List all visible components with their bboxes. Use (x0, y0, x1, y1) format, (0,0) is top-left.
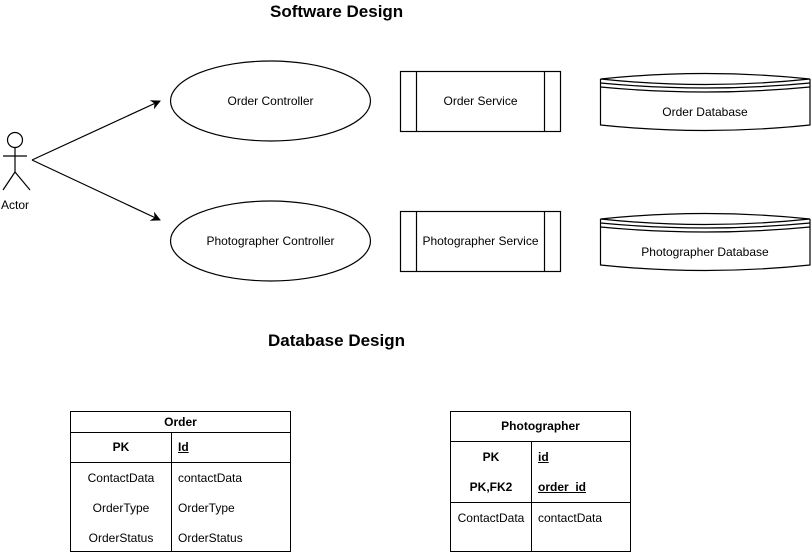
order-controller-ellipse[interactable] (169, 60, 372, 142)
order-service-box[interactable] (399, 70, 562, 133)
software-design-title: Software Design (270, 2, 404, 21)
order-field-type: contactData (178, 471, 243, 485)
order-table-pk-row: PK Id (71, 433, 290, 462)
photographer-controller-ellipse[interactable] (169, 200, 372, 282)
order-table-header: Order (71, 412, 290, 433)
database-design-title: Database Design (268, 331, 405, 350)
photographer-service-box[interactable] (399, 210, 562, 273)
actor-label: Actor (1, 198, 29, 212)
order-table[interactable]: Order PK Id ContactData contactData Orde… (70, 411, 291, 552)
arrow-actor-to-photographer-controller (31, 159, 161, 221)
photographer-field-name: ContactData (457, 511, 525, 525)
photographer-table-header: Photographer (451, 412, 630, 442)
photographer-fk-field: order_id (538, 480, 587, 494)
table-row: OrderStatus OrderStatus (71, 523, 290, 553)
order-database-label: Order Database (662, 105, 748, 119)
photographer-service-label: Photographer Service (422, 234, 538, 248)
photographer-table-pk-row: PK id (451, 442, 630, 472)
photographer-table-divider (451, 502, 630, 503)
order-table-divider (71, 462, 290, 463)
photographer-table-column-divider (531, 442, 532, 551)
photographer-controller-label: Photographer Controller (206, 234, 334, 248)
photographer-field-type: contactData (538, 511, 603, 525)
arrow-actor-to-order-controller (31, 100, 161, 161)
order-database-shape[interactable] (599, 72, 811, 132)
order-field-type: OrderStatus (178, 531, 243, 545)
photographer-database-shape[interactable] (599, 212, 811, 272)
order-pk-key: PK (112, 440, 130, 454)
actor-figure[interactable] (2, 131, 31, 191)
photographer-database-label: Photographer Database (641, 245, 769, 259)
table-row: ContactData contactData (71, 463, 290, 493)
photographer-table-fk-row: PK,FK2 order_id (451, 472, 630, 502)
photographer-fk-key: PK,FK2 (469, 480, 513, 494)
order-table-column-divider (171, 433, 172, 551)
order-field-name: OrderStatus (88, 531, 154, 545)
photographer-table[interactable]: Photographer PK id PK,FK2 order_id Conta… (450, 411, 631, 552)
photographer-pk-field: id (538, 450, 549, 464)
order-field-name: ContactData (87, 471, 155, 485)
table-row: ContactData contactData (451, 503, 630, 533)
order-pk-field: Id (178, 440, 189, 454)
order-controller-label: Order Controller (227, 94, 313, 108)
order-field-type: OrderType (178, 501, 235, 515)
order-field-name: OrderType (92, 501, 150, 515)
order-service-label: Order Service (443, 94, 517, 108)
photographer-pk-key: PK (482, 450, 500, 464)
table-row: OrderType OrderType (71, 493, 290, 523)
